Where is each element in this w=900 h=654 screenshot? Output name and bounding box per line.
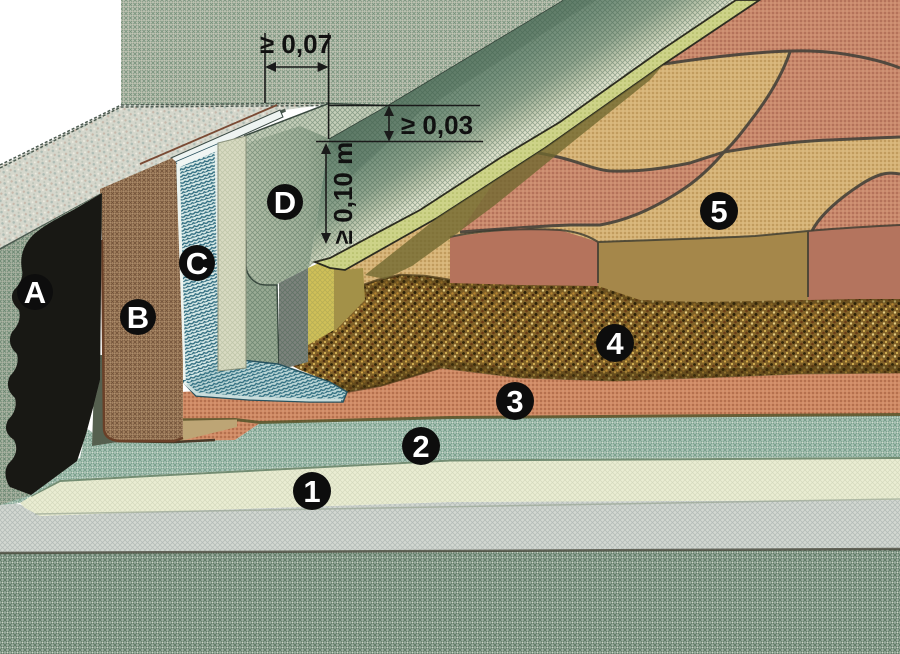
- svg-text:1: 1: [303, 474, 320, 509]
- svg-text:B: B: [127, 300, 149, 335]
- svg-text:≥ 0,10 m: ≥ 0,10 m: [328, 142, 358, 244]
- svg-text:3: 3: [506, 384, 523, 419]
- svg-text:2: 2: [412, 429, 429, 464]
- svg-text:≥ 0,07: ≥ 0,07: [260, 29, 332, 59]
- svg-text:≥ 0,03: ≥ 0,03: [401, 110, 473, 140]
- svg-text:5: 5: [710, 194, 727, 229]
- svg-text:D: D: [274, 185, 296, 220]
- svg-text:4: 4: [606, 326, 624, 361]
- svg-text:A: A: [24, 275, 46, 310]
- svg-text:C: C: [186, 246, 208, 281]
